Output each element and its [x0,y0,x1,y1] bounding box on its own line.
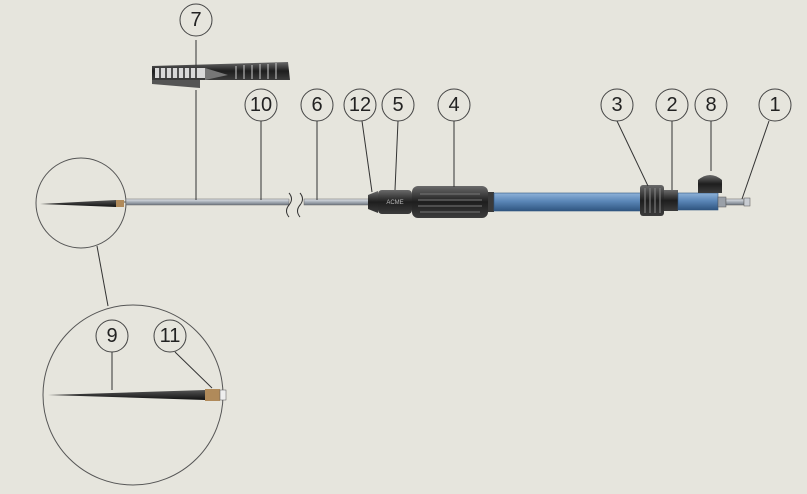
part-7-view [152,62,290,88]
detail-link-line [96,245,109,307]
callout-label-12: 12 [349,94,371,116]
callout-label-7: 7 [190,9,201,31]
balloon-10: 10 [244,88,278,122]
callout-label-10: 10 [250,94,272,116]
callout-label-6: 6 [311,94,322,116]
callout-label-11: 11 [160,325,181,347]
balloon-8: 8 [694,88,728,122]
callout-label-4: 4 [448,94,459,116]
balloon-6: 6 [300,88,334,122]
balloon-9: 9 [95,319,129,353]
balloon-3: 3 [600,88,634,122]
knurled-nut [640,185,719,216]
callout-label-8: 8 [705,94,716,116]
callout-label-3: 3 [611,94,622,116]
callout-label-9: 9 [106,325,117,347]
callout-label-2: 2 [666,94,677,116]
svg-text:ACME: ACME [386,200,403,206]
detail-circle-upper [35,157,127,249]
inner-shaft [125,192,375,218]
blue-tube [493,192,643,212]
callout-label-5: 5 [392,94,403,116]
handle-assembly: ACME [368,186,494,218]
balloon-1: 1 [758,88,792,122]
callout-label-1: 1 [769,94,780,116]
cap [698,175,722,193]
balloon-2: 2 [655,88,689,122]
leader-lines [111,40,770,390]
balloon-12: 12 [343,88,377,122]
balloon-5: 5 [381,88,415,122]
balloon-11: 11 [153,319,187,353]
balloon-4: 4 [437,88,471,122]
detail-circle-lower [42,304,227,486]
luer-fitting [717,196,751,208]
balloon-7: 7 [179,3,213,37]
